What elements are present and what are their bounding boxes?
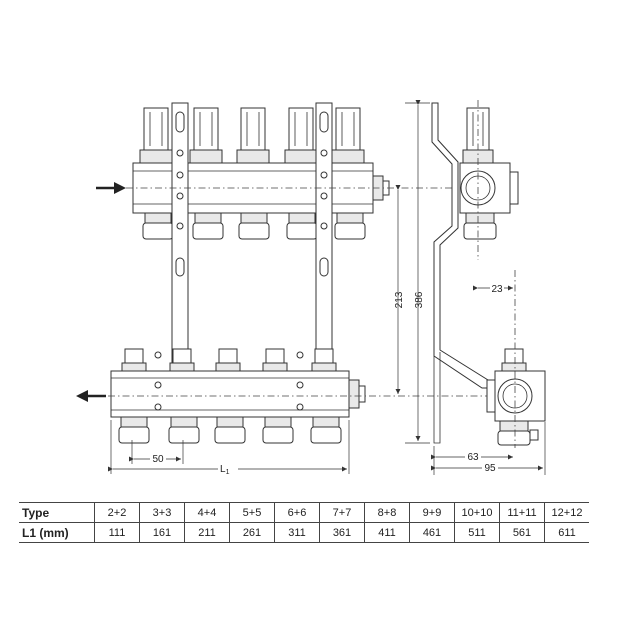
side-view-bottom-valve	[486, 348, 546, 446]
type-cell: 9+9	[409, 502, 455, 523]
type-cell: 8+8	[364, 502, 410, 523]
spec-table: Type 2+2 3+3 4+4 5+5 6+6 7+7 8+8 9+9 10+…	[19, 502, 589, 543]
dimension-95-label: 95	[484, 463, 496, 474]
dimension-63: 63	[431, 446, 513, 475]
type-cell: 4+4	[184, 502, 230, 523]
length-cell: 161	[139, 522, 185, 543]
bottom-header-bar	[110, 370, 366, 418]
flow-out-arrow-icon	[76, 390, 106, 402]
dimension-23-label: 23	[491, 284, 503, 295]
length-cell: 511	[454, 522, 500, 543]
dimension-l1: L1	[108, 420, 350, 476]
dimension-386: 386	[405, 100, 430, 444]
valve-head-group	[121, 348, 337, 372]
dimension-213-label: 213	[394, 291, 405, 308]
length-row: L1 (mm) 111 161 211 261 311 361 411 461 …	[19, 522, 589, 543]
type-cell: 11+11	[499, 502, 545, 523]
length-cell: 211	[184, 522, 230, 543]
length-cell: 261	[229, 522, 275, 543]
dimension-63-label: 63	[467, 452, 479, 463]
type-cell: 12+12	[544, 502, 589, 523]
dimension-23: 23	[473, 282, 513, 295]
type-cell: 3+3	[139, 502, 185, 523]
dimension-50: 50	[129, 440, 184, 465]
bottom-outlet-group	[118, 416, 342, 444]
type-cell: 6+6	[274, 502, 320, 523]
length-cell: 611	[544, 522, 589, 543]
length-cell: 111	[94, 522, 140, 543]
length-cell: 411	[364, 522, 410, 543]
manifold-technical-drawing: 213 386 50 L1	[76, 100, 546, 476]
dimension-386-label: 386	[414, 291, 425, 308]
side-view-top-valve	[459, 107, 519, 240]
dimension-213: 213	[394, 185, 405, 394]
dimension-95: 95	[431, 422, 546, 475]
flowmeter	[189, 107, 223, 164]
flowmeter-group	[139, 107, 365, 164]
length-cell: 311	[274, 522, 320, 543]
flowmeter	[139, 107, 173, 164]
dimension-50-label: 50	[152, 454, 164, 465]
length-header: L1 (mm)	[22, 525, 69, 540]
type-row: Type 2+2 3+3 4+4 5+5 6+6 7+7 8+8 9+9 10+…	[19, 502, 589, 523]
dimension-l1-label: L1	[220, 464, 230, 476]
type-cell: 5+5	[229, 502, 275, 523]
length-cell: 561	[499, 522, 545, 543]
type-cell: 2+2	[94, 502, 140, 523]
type-cell: 10+10	[454, 502, 500, 523]
flowmeter	[284, 107, 318, 164]
length-cell: 361	[319, 522, 365, 543]
type-cell: 7+7	[319, 502, 365, 523]
flowmeter	[236, 107, 270, 164]
flow-in-arrow-icon	[96, 182, 126, 194]
flowmeter	[331, 107, 365, 164]
length-cell: 461	[409, 522, 455, 543]
type-header: Type	[19, 502, 95, 523]
